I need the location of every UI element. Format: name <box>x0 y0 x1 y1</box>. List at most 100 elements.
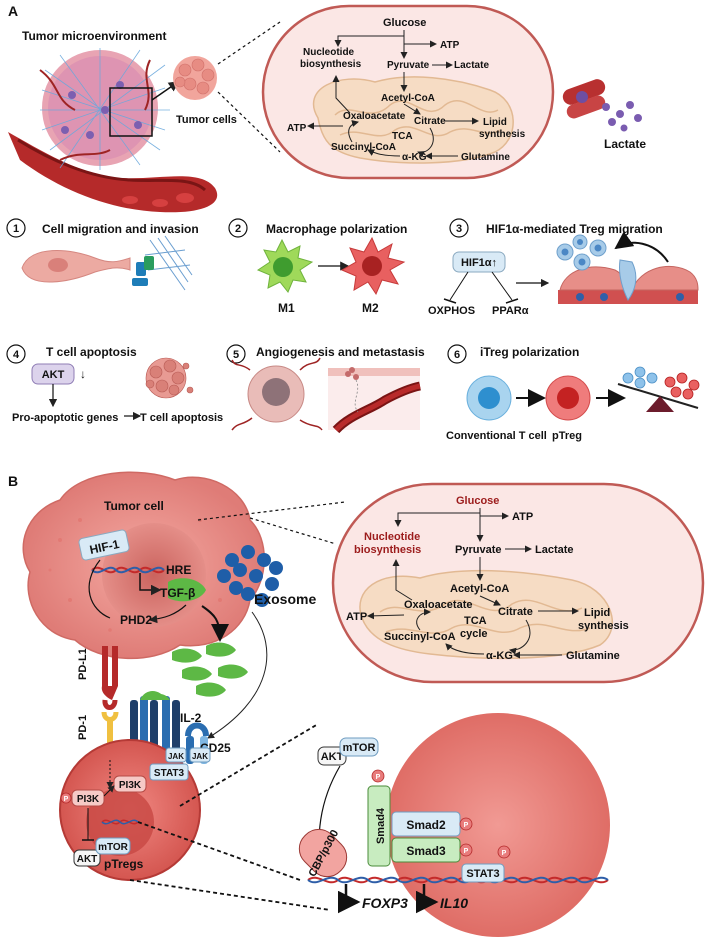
exosome-label: Exosome <box>254 591 316 607</box>
svg-text:P: P <box>464 822 469 829</box>
svg-text:ATP: ATP <box>346 611 367 623</box>
svg-text:M2: M2 <box>362 301 379 315</box>
pdl1-receptor <box>101 646 118 710</box>
panel-b-metabolic-labels: Glucose ATP Nucleotide biosynthesis Pyru… <box>346 495 629 662</box>
svg-text:Glutamine: Glutamine <box>461 152 510 163</box>
svg-text:Nucleotide: Nucleotide <box>364 531 420 543</box>
svg-text:ATP: ATP <box>512 511 533 523</box>
jak-b: JAK <box>192 752 208 761</box>
svg-text:TCA: TCA <box>464 615 487 627</box>
svg-text:Glutamine: Glutamine <box>566 650 620 662</box>
dna-helix-treg <box>101 819 139 825</box>
svg-text:P: P <box>376 774 381 781</box>
exosome-cluster <box>217 545 283 607</box>
svg-text:Lactate: Lactate <box>535 544 574 556</box>
panel-a-metabolic-arrows <box>307 30 479 160</box>
svg-text:P: P <box>502 850 507 857</box>
svg-text:ATP: ATP <box>440 40 460 51</box>
svg-text:HIF1α↑: HIF1α↑ <box>461 257 497 269</box>
smad4: Smad4 <box>375 807 387 844</box>
svg-text:Conventional T cell: Conventional T cell <box>446 430 547 442</box>
panel-b-letter: B <box>8 473 18 489</box>
panel-b-metabolic-arrows <box>367 508 579 659</box>
svg-text:Lipid: Lipid <box>584 607 610 619</box>
pdl1-label: PD-L1 <box>77 648 89 680</box>
svg-text:Acetyl-CoA: Acetyl-CoA <box>381 93 435 104</box>
svg-text:1: 1 <box>13 223 19 235</box>
svg-text:M1: M1 <box>278 301 295 315</box>
svg-text:P: P <box>64 796 69 803</box>
svg-text:T cell apoptosis: T cell apoptosis <box>140 412 223 424</box>
stat3-nucleus: STAT3 <box>466 868 499 880</box>
tumor-microenvironment-illustration <box>8 48 218 213</box>
panel-a-metabolic-labels: Glucose ATP Nucleotide biosynthesis Pyru… <box>287 17 526 163</box>
svg-text:6: 6 <box>454 349 460 361</box>
svg-text:HIF1α-mediated Treg migration: HIF1α-mediated Treg migration <box>486 222 663 236</box>
pd1-label: PD-1 <box>77 715 89 740</box>
smad3: Smad3 <box>406 844 446 858</box>
nucleus-dna <box>307 876 609 884</box>
item-3: 3 HIF1α-mediated Treg migration HIF1α↑ O… <box>428 218 699 317</box>
svg-text:5: 5 <box>233 349 239 361</box>
svg-text:Citrate: Citrate <box>414 116 446 127</box>
lactate-transporter <box>562 79 642 132</box>
dna-helix-tumor <box>91 566 165 574</box>
smad2: Smad2 <box>406 818 446 832</box>
svg-text:synthesis: synthesis <box>479 129 526 140</box>
svg-text:P: P <box>464 848 469 855</box>
hif1-label: HIF-1 <box>88 537 121 557</box>
svg-text:OXPHOS: OXPHOS <box>428 305 475 317</box>
svg-text:Acetyl-CoA: Acetyl-CoA <box>450 583 509 595</box>
secreted-tgfb <box>172 642 248 697</box>
svg-text:Nucleotide: Nucleotide <box>303 47 355 58</box>
tumor-cell-label: Tumor cell <box>104 499 164 513</box>
svg-text:TCA: TCA <box>392 131 413 142</box>
svg-text:Glucose: Glucose <box>456 495 499 507</box>
il10-gene: IL10 <box>440 895 468 911</box>
item-1: 1 Cell migration and invasion <box>6 218 199 291</box>
svg-text:↓: ↓ <box>80 367 86 381</box>
svg-text:Succinyl-CoA: Succinyl-CoA <box>384 631 456 643</box>
svg-text:biosynthesis: biosynthesis <box>354 544 421 556</box>
akt-nucleus: AKT <box>321 751 344 763</box>
panel-a-metabolic-cell <box>261 4 555 180</box>
svg-text:Macrophage polarization: Macrophage polarization <box>266 222 407 236</box>
tme-title: Tumor microenvironment <box>22 29 166 43</box>
item-2: 2 Macrophage polarization M1 M2 <box>228 218 407 315</box>
item-6: 6 iTreg polarization Conventional T cell… <box>446 344 700 442</box>
svg-text:pTreg: pTreg <box>552 430 582 442</box>
svg-text:Glucose: Glucose <box>383 17 426 29</box>
svg-text:Pyruvate: Pyruvate <box>455 544 501 556</box>
svg-text:Lactate: Lactate <box>454 60 489 71</box>
foxp3-gene: FOXP3 <box>362 895 408 911</box>
tumor-cells-cluster <box>173 56 217 100</box>
svg-text:α-KG: α-KG <box>486 650 513 662</box>
svg-text:Cell migration and invasion: Cell migration and invasion <box>42 222 199 236</box>
svg-text:ATP: ATP <box>287 123 307 134</box>
hif1-box <box>78 529 130 561</box>
svg-text:Oxaloacetate: Oxaloacetate <box>343 111 406 122</box>
panel-a-letter: A <box>8 3 18 19</box>
svg-text:T cell apoptosis: T cell apoptosis <box>46 345 137 359</box>
svg-text:Citrate: Citrate <box>498 606 533 618</box>
mtor-treg: mTOR <box>98 842 129 853</box>
svg-text:Lipid: Lipid <box>483 117 507 128</box>
svg-text:biosynthesis: biosynthesis <box>300 59 362 70</box>
svg-text:Angiogenesis and metastasis: Angiogenesis and metastasis <box>256 345 425 359</box>
svg-text:Pyruvate: Pyruvate <box>387 60 430 71</box>
item-5: 5 Angiogenesis and metastasis <box>226 344 425 434</box>
stat3-treg: STAT3 <box>154 768 185 779</box>
svg-text:4: 4 <box>13 349 20 361</box>
svg-text:AKT: AKT <box>42 369 65 381</box>
svg-text:Pro-apoptotic genes: Pro-apoptotic genes <box>12 412 118 424</box>
svg-text:Oxaloacetate: Oxaloacetate <box>404 599 472 611</box>
tgfb-label: TGF-β <box>160 586 195 600</box>
svg-text:3: 3 <box>456 223 462 235</box>
pi3k-b: PI3K <box>119 780 142 791</box>
svg-text:2: 2 <box>235 223 241 235</box>
tumor-cells-label: Tumor cells <box>176 114 237 126</box>
panel-b-metabolic-cell <box>331 482 705 684</box>
item-4: 4 T cell apoptosis AKT ↓ Pro-apoptotic g… <box>6 344 223 424</box>
mtor-nucleus: mTOR <box>343 742 376 754</box>
